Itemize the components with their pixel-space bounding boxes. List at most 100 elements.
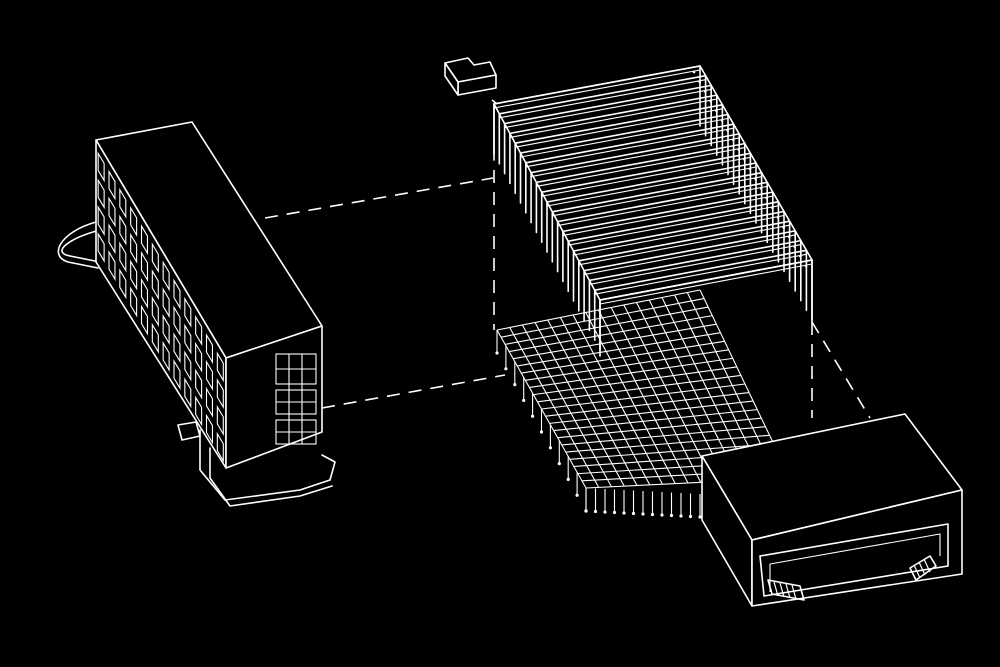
- post-foot: [622, 511, 626, 515]
- post-foot: [660, 513, 664, 517]
- window: [205, 333, 214, 365]
- post-foot: [504, 367, 508, 371]
- post-foot: [631, 511, 636, 516]
- window: [151, 269, 159, 301]
- roof-fold-shadow: [499, 79, 706, 119]
- post-foot: [650, 512, 655, 517]
- small-block-icon: [444, 57, 497, 96]
- grid-floor-icon: [495, 289, 791, 519]
- roof-joint: [771, 206, 774, 210]
- roof-fold-shadow: [541, 156, 751, 197]
- post-foot: [495, 351, 499, 355]
- window: [108, 196, 116, 228]
- post-foot: [593, 509, 598, 514]
- window: [119, 268, 127, 300]
- roof-joint: [754, 177, 757, 180]
- window: [119, 187, 127, 219]
- window: [205, 386, 214, 418]
- grid-line: [549, 400, 754, 424]
- roof-joint: [709, 99, 713, 103]
- grid-line: [569, 443, 774, 460]
- window: [130, 286, 138, 318]
- folded-roof-icon: [493, 65, 813, 357]
- window: [119, 241, 127, 273]
- stair-left: [767, 579, 805, 601]
- grid-line: [504, 306, 709, 345]
- roof-fold-shadow: [525, 127, 734, 168]
- roof-fold-shadow: [546, 166, 757, 207]
- window: [184, 350, 192, 382]
- roof-fold: [546, 162, 757, 203]
- grid-line: [500, 298, 705, 338]
- post-foot: [584, 509, 588, 513]
- window: [151, 242, 159, 274]
- post-foot: [679, 514, 683, 518]
- window: [162, 287, 170, 319]
- post-foot: [522, 398, 526, 402]
- roof-joint: [782, 225, 785, 229]
- grid-line: [533, 366, 737, 396]
- grid-line: [521, 340, 725, 374]
- post-foot: [603, 510, 607, 514]
- window: [130, 232, 138, 264]
- post-foot: [612, 510, 617, 515]
- roof-fold: [524, 123, 735, 164]
- window: [205, 359, 214, 391]
- roof-joint: [692, 70, 696, 74]
- grid-line: [537, 374, 741, 403]
- post-foot: [513, 383, 517, 387]
- post-foot: [548, 446, 553, 450]
- window: [195, 395, 203, 427]
- roof-fold: [503, 84, 713, 125]
- window: [140, 304, 149, 336]
- post-foot: [641, 512, 645, 516]
- post-foot: [698, 515, 702, 519]
- window: [162, 314, 170, 346]
- roof-fold: [535, 142, 746, 184]
- roof-fold-shadow: [594, 253, 807, 295]
- roof-fold-shadow: [557, 185, 768, 227]
- roof-fold: [572, 210, 785, 252]
- roof-fold: [593, 249, 808, 292]
- window: [195, 341, 203, 373]
- roof-fold-shadow: [562, 195, 773, 236]
- window: [97, 231, 105, 263]
- roof-joint: [715, 109, 718, 113]
- roof-fold: [562, 191, 774, 233]
- roof-fold-shadow: [536, 147, 745, 187]
- roof-joint: [759, 187, 763, 190]
- post-foot: [557, 462, 561, 466]
- roof-joint: [703, 90, 707, 93]
- grid-line: [496, 289, 701, 331]
- roof-fold-shadow: [493, 69, 701, 109]
- roof-fold: [551, 171, 763, 213]
- roof-joint: [787, 235, 791, 239]
- roof-fold-shadow: [515, 108, 723, 148]
- post-foot: [575, 493, 579, 497]
- post-foot: [669, 513, 674, 518]
- window: [173, 278, 181, 310]
- roof-joint: [731, 138, 735, 142]
- grid-line: [561, 426, 766, 446]
- grid-line: [545, 391, 750, 417]
- window: [140, 250, 149, 282]
- slab-building-icon: [57, 121, 336, 507]
- window: [216, 404, 224, 436]
- window: [108, 250, 116, 282]
- roof-fold: [583, 230, 797, 272]
- window: [195, 368, 203, 400]
- window: [119, 214, 127, 246]
- grid-line: [517, 332, 721, 367]
- window: [151, 295, 159, 327]
- grid-line: [525, 349, 729, 381]
- roof-fold: [509, 94, 718, 135]
- roof-joint: [737, 148, 741, 151]
- roof-fold-shadow: [573, 214, 785, 256]
- grid-line: [509, 315, 713, 353]
- window: [173, 332, 181, 364]
- window: [97, 151, 105, 183]
- roof-joint: [698, 80, 701, 83]
- podium-icon: [701, 413, 963, 607]
